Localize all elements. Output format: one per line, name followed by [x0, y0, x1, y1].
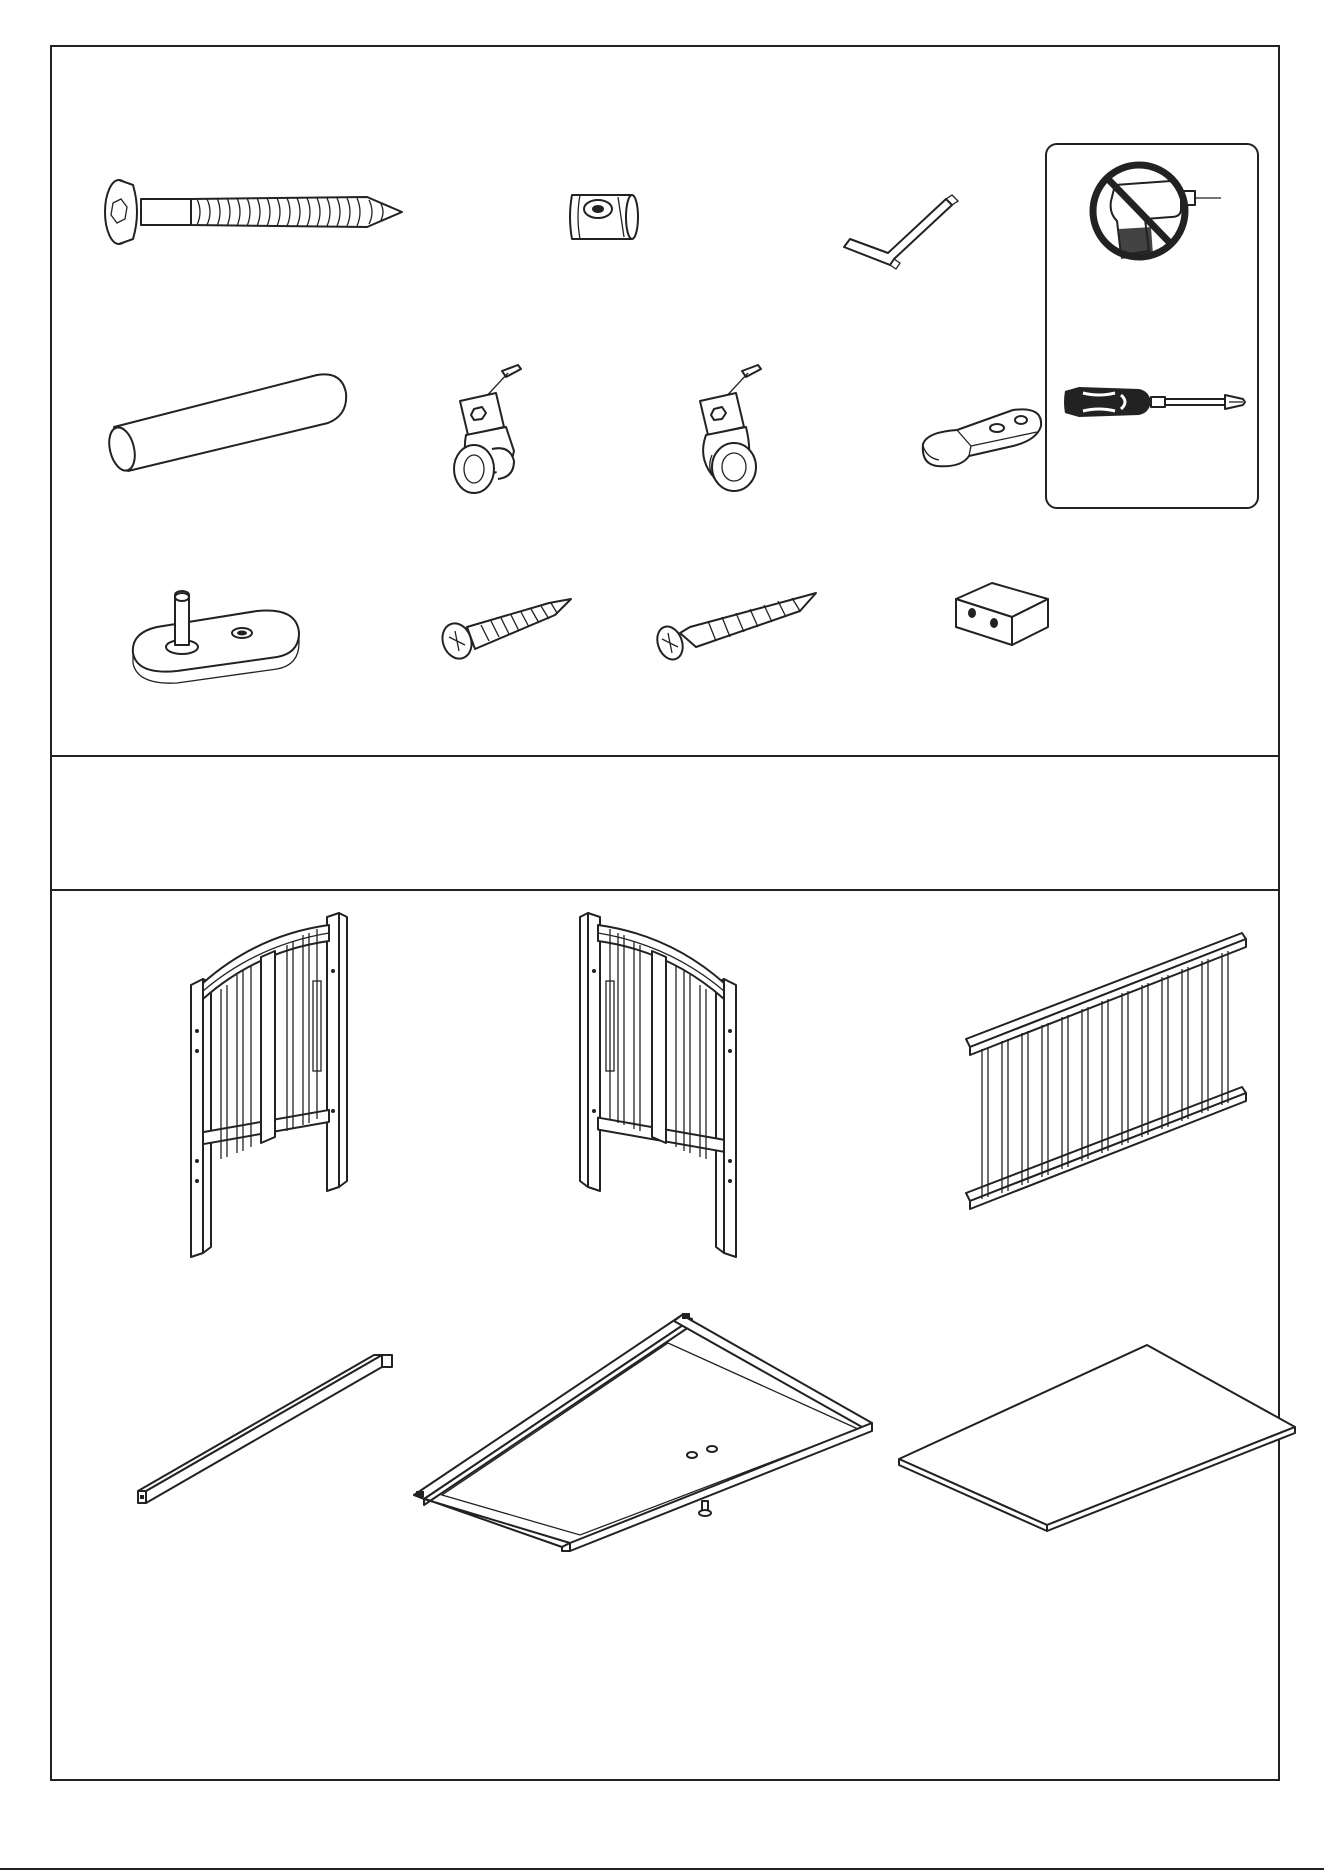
no-power-drill-icon [1075, 151, 1235, 271]
short-screw-icon [437, 595, 577, 665]
allen-bolt-icon [97, 177, 417, 247]
bottom-rule [0, 1868, 1324, 1870]
mattress-frame-icon [412, 1311, 882, 1551]
caster-wheel-icon [422, 365, 582, 505]
allen-key-icon [842, 177, 962, 277]
parts-section [52, 891, 1278, 1779]
hardware-section [52, 47, 1278, 757]
headboard-panel-icon [572, 911, 752, 1261]
side-rail-panel-icon [962, 931, 1262, 1241]
instruction-sheet [50, 45, 1280, 1781]
mattress-bracket-icon [917, 402, 1047, 477]
headboard-panel-icon [187, 911, 367, 1261]
tools-box [1045, 143, 1259, 509]
blank-band [52, 757, 1278, 891]
caster-wheel-icon [662, 365, 822, 505]
long-screw-icon [652, 587, 822, 667]
wood-block-icon [952, 577, 1052, 647]
stretcher-bar-icon [102, 1311, 402, 1511]
phillips-screwdriver-icon [1059, 377, 1249, 427]
barrel-nut-icon [562, 187, 652, 247]
mattress-board-icon [897, 1341, 1297, 1531]
peg-plate-icon [127, 587, 307, 697]
wooden-dowel-icon [102, 367, 352, 477]
